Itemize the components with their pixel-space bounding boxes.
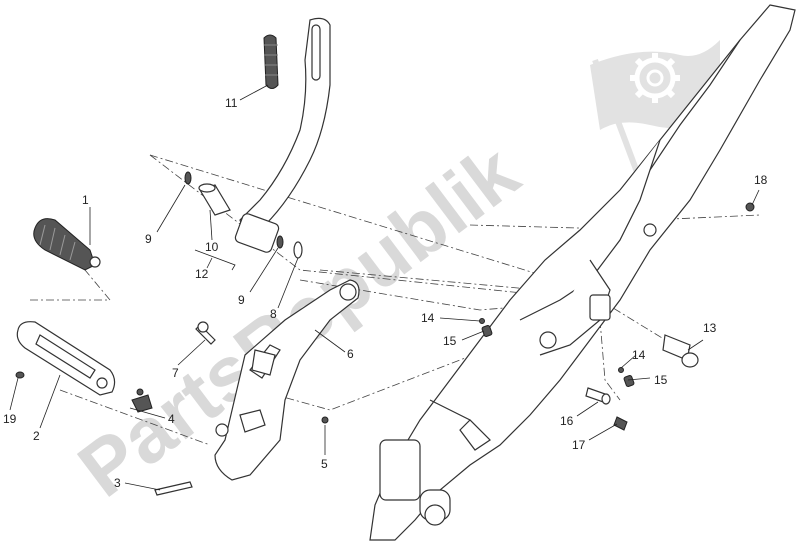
part-3-pin xyxy=(154,481,193,496)
callout-15-left: 15 xyxy=(443,334,457,348)
callout-10: 10 xyxy=(205,240,219,254)
part-1-rubber xyxy=(33,218,101,271)
callout-15-right: 15 xyxy=(654,373,668,387)
callout-8: 8 xyxy=(270,307,277,321)
brake-pedal-lever xyxy=(234,17,331,253)
callout-5: 5 xyxy=(321,457,328,471)
callout-9-lower: 9 xyxy=(238,293,245,307)
callout-12: 12 xyxy=(195,267,209,281)
callout-6: 6 xyxy=(347,347,354,361)
part-6-bracket xyxy=(214,279,360,481)
part-13-stud xyxy=(662,334,699,368)
part-8-circlip xyxy=(293,241,303,259)
callout-1: 1 xyxy=(82,193,89,207)
frame xyxy=(369,4,796,541)
callout-7: 7 xyxy=(172,366,179,380)
part-10-bushing xyxy=(198,183,231,216)
callout-11: 11 xyxy=(225,96,238,110)
callout-18: 18 xyxy=(754,173,768,187)
part-16-pin xyxy=(585,387,611,405)
callout-14-right: 14 xyxy=(632,348,646,362)
part-4-detent xyxy=(131,388,153,413)
callout-4: 4 xyxy=(168,412,175,426)
callout-16: 16 xyxy=(560,414,574,428)
callout-13: 13 xyxy=(703,321,717,335)
callout-9-upper: 9 xyxy=(145,232,152,246)
gear-icon xyxy=(630,53,680,103)
callout-3: 3 xyxy=(114,476,121,490)
callout-14-left: 14 xyxy=(421,311,435,325)
callout-19: 19 xyxy=(3,412,17,426)
callout-2: 2 xyxy=(33,429,40,443)
callout-17: 17 xyxy=(572,438,586,452)
part-11-rubber-pad xyxy=(263,34,279,89)
part-9-washers xyxy=(184,171,284,249)
part-12-spring xyxy=(194,249,236,271)
part-17-screw xyxy=(613,416,628,431)
part-19-pin xyxy=(15,371,25,379)
part-7-bolt xyxy=(195,321,216,345)
part-2-footpeg xyxy=(16,321,116,396)
callout-labels: 1 2 3 4 5 6 7 8 9 9 10 11 12 13 14 14 15… xyxy=(3,96,768,490)
leader-lines xyxy=(9,84,760,491)
part-5-nut xyxy=(321,416,329,424)
